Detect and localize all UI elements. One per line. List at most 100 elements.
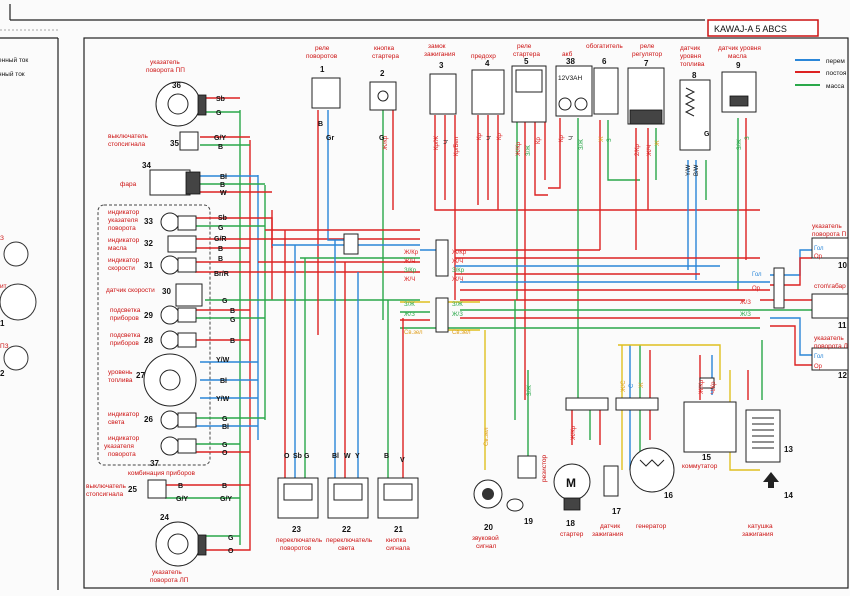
indicator-turn-label-2: указателя bbox=[108, 217, 138, 224]
indicator-speed-number: 31 bbox=[144, 261, 153, 270]
turn-switch-label-1: переключатель bbox=[276, 537, 323, 544]
horn-label-2: сигнал bbox=[476, 543, 496, 550]
horn-button-label-2: сигнала bbox=[386, 545, 410, 552]
indicator-speed-label-1: индикатор bbox=[108, 257, 140, 264]
pin-6-1: Ж bbox=[599, 136, 605, 142]
indicator-oil-label-1: индикатор bbox=[108, 237, 140, 244]
pin-2-2: Ж/Кр bbox=[383, 135, 389, 150]
indicator-light-label-2: света bbox=[108, 419, 125, 426]
conn-right-label-6: Ж/З bbox=[452, 312, 463, 318]
light-switch-number: 22 bbox=[342, 525, 351, 534]
connectors bbox=[343, 233, 849, 411]
conn-right-label-2: Ж/Ч bbox=[452, 259, 463, 265]
pin-4-1: Кр bbox=[477, 133, 483, 140]
starter-label: стартер bbox=[560, 531, 584, 538]
pin-21-2: V bbox=[400, 457, 405, 464]
pin-23-1: O bbox=[284, 453, 290, 460]
pin-5-1: Ж/Кр bbox=[516, 141, 522, 156]
regulator-label-2: регулятор bbox=[632, 51, 663, 58]
pickup-label-1: датчик bbox=[600, 523, 620, 530]
headlight-number: 34 bbox=[142, 161, 151, 170]
conn-left-label-4: Ж/Ч bbox=[404, 277, 415, 283]
conn-right-label-1: Ж/Кр bbox=[452, 250, 467, 256]
pin-9-2: З bbox=[745, 136, 751, 140]
horn-label-1: звуковой bbox=[472, 534, 499, 542]
starter-button-label-1: кнопка bbox=[374, 45, 395, 52]
relay-turn-number: 1 bbox=[320, 65, 325, 74]
ignition-coil-label-1: катушка bbox=[748, 523, 773, 530]
left-strip: енный ток нный ток З ит 1 ПЗ 2 bbox=[0, 56, 37, 378]
pin-4-3: Кр bbox=[497, 133, 503, 140]
indicator-oil-number: 32 bbox=[144, 239, 153, 248]
pin-17-1: Ж/С bbox=[621, 380, 627, 392]
conn-farright-label-2: Ор bbox=[752, 286, 761, 292]
svg-text:M: M bbox=[566, 476, 576, 490]
conn-left-label-1: Ж/Кр bbox=[404, 250, 419, 256]
stop-lamp-number: 11 bbox=[838, 321, 847, 330]
ignition-switch-label-2: зажигания bbox=[424, 51, 456, 58]
turn-left-label-1: указатель bbox=[814, 335, 844, 342]
fuel-sensor-label-3: топлива bbox=[680, 61, 705, 68]
turn-light-front-right-label-1: указатель bbox=[150, 59, 180, 66]
conn-right-label-7: Св.зел bbox=[452, 330, 471, 336]
stop-switch-rear-number: 25 bbox=[128, 485, 137, 494]
turn-switch-label-2: поворотов bbox=[280, 545, 312, 552]
turn-light-rear-label-1: указатель bbox=[152, 569, 182, 576]
cluster-label: комбинация приборов bbox=[128, 469, 195, 477]
pin-29-2: G bbox=[230, 317, 236, 324]
turn-right-number: 10 bbox=[838, 261, 847, 270]
pin-22-2: W bbox=[344, 453, 351, 460]
starter-button-number: 2 bbox=[380, 69, 385, 78]
pin-28-1: B bbox=[230, 338, 235, 345]
starter-relay-label-1: реле bbox=[517, 43, 532, 50]
pin-15-1: Ж/Кр bbox=[699, 379, 705, 394]
pin-27-1: Y/W bbox=[216, 357, 230, 364]
pin-27-2: Bl bbox=[220, 378, 227, 385]
ignition-coil-label-2: зажигания bbox=[742, 531, 774, 538]
pin-30-1: G bbox=[222, 298, 228, 305]
right-components: указатель поворота П 10 Гол Ор стоп\габа… bbox=[812, 223, 848, 380]
top-pin-labels: Ж/Кр G Кр/Ж Ч Кр/Бел Кр Ч Кр Ж/Кр З/Ж Кр… bbox=[379, 131, 751, 176]
battery-number: 38 bbox=[566, 57, 575, 66]
pin-5-2: З/Ж bbox=[526, 145, 532, 156]
banner-text: KAWAJ-A 5 ABCS bbox=[714, 24, 787, 34]
battery-body-text: 12V3AH bbox=[558, 75, 583, 82]
indicator-turn-2-number: 37 bbox=[150, 459, 159, 468]
horn-button-label-1: кнопка bbox=[386, 537, 407, 544]
indicator-light-label-1: индикатор bbox=[108, 411, 140, 418]
pin-37-2: O bbox=[222, 450, 228, 457]
pin-8-1: Y/W bbox=[686, 164, 692, 176]
stop-switch-front-number: 35 bbox=[170, 139, 179, 148]
left-strip-text-3: З bbox=[0, 235, 4, 242]
pin-3-3: Кр/Бел bbox=[454, 136, 460, 156]
pin-34-2: B bbox=[220, 182, 225, 189]
turn-right-label-2: поворота П bbox=[812, 231, 847, 238]
fuel-sensor-label-1: датчик bbox=[680, 45, 700, 52]
turn-right-pin-1: Гол bbox=[814, 246, 824, 252]
pin-18-1: Ж/Кр bbox=[571, 425, 577, 440]
stop-switch-front-label-2: стопсигнала bbox=[108, 141, 146, 148]
backlight-2-label-1: подсветка bbox=[110, 332, 141, 339]
turn-right-label-1: указатель bbox=[812, 223, 842, 230]
turn-switch-number: 23 bbox=[292, 525, 301, 534]
starter-relay-label-2: стартера bbox=[513, 51, 540, 58]
resistor-number: 19 bbox=[524, 517, 533, 526]
pickup-number: 17 bbox=[612, 507, 621, 516]
pin-7-3: Ж bbox=[655, 140, 661, 146]
turn-left-pin-2: Ор bbox=[814, 364, 823, 370]
conn-left-label-6: Ж/З bbox=[404, 312, 415, 318]
pin-34-3: W bbox=[220, 190, 227, 197]
pin-35-1: G/Y bbox=[214, 135, 226, 142]
backlight-2-label-2: приборов bbox=[110, 339, 139, 347]
pin-27-3: Y/W bbox=[216, 396, 230, 403]
legend-dc-label: постоя bbox=[826, 70, 847, 77]
pin-15-2: Ч/Кр bbox=[711, 381, 717, 394]
pin-7-1: 2/Кр bbox=[635, 144, 641, 156]
connector-labels: Ж/Кр Ж/Ч З/Кр Ж/Ч З/Ж Ж/З Св.зел Ж/Кр Ж/… bbox=[404, 250, 762, 336]
pin-31-1: B bbox=[218, 256, 223, 263]
fuel-gauge-label-2: топлива bbox=[108, 377, 133, 384]
turn-light-rear-label-2: поворота ЛП bbox=[150, 577, 189, 584]
pin-25-4: G/Y bbox=[220, 496, 232, 503]
